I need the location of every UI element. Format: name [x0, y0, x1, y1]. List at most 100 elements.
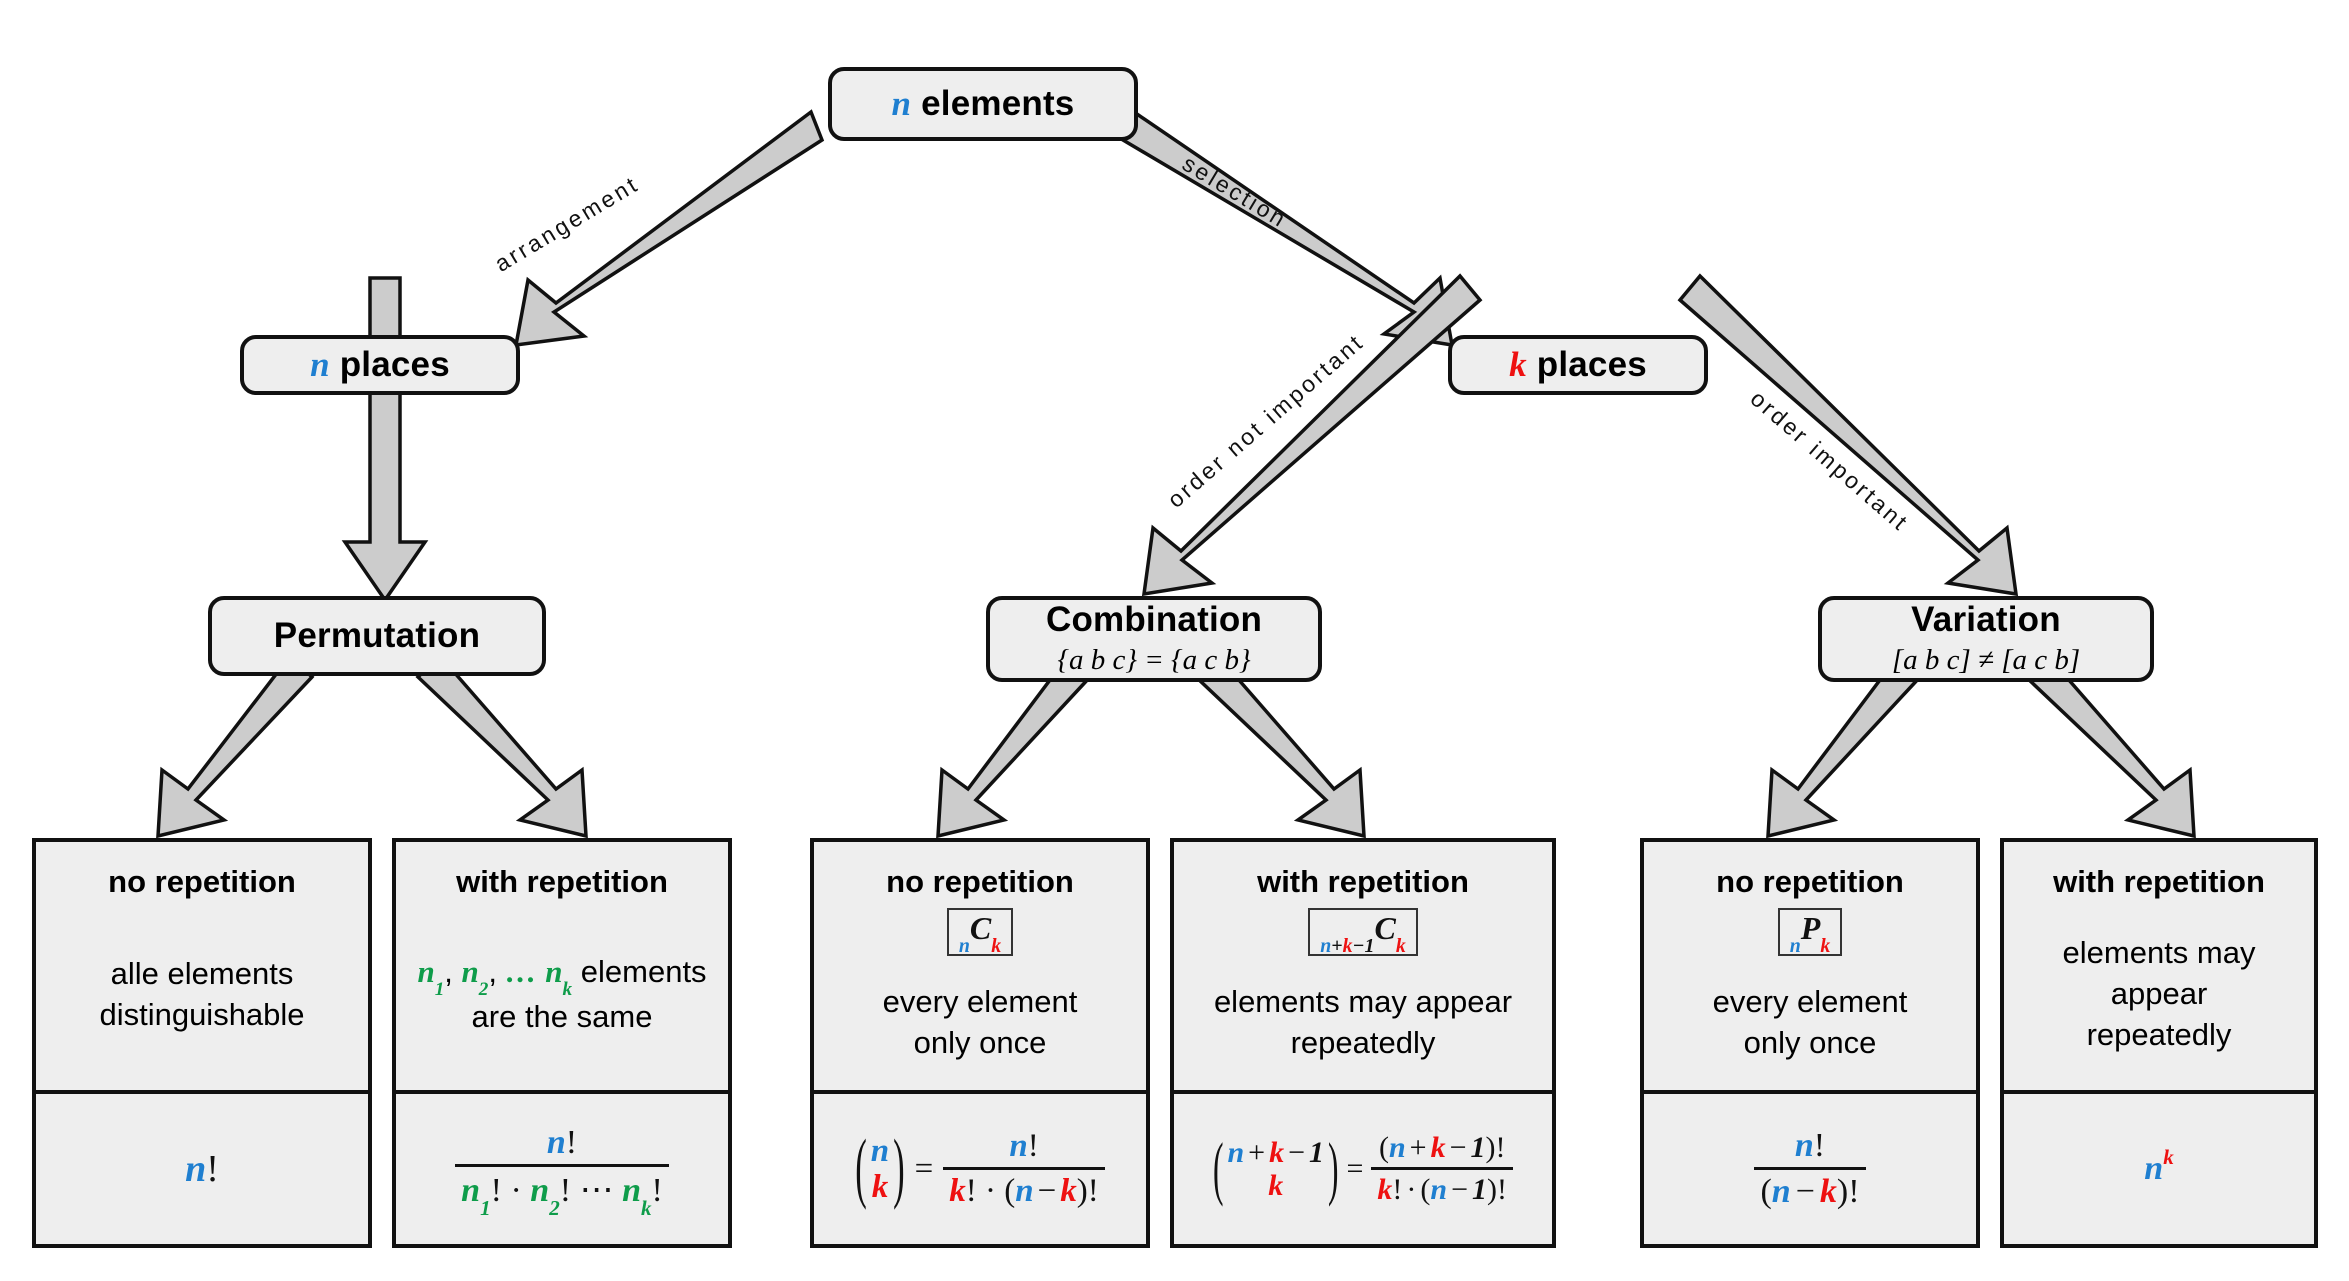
card-description-line-1: n1, n2, … nk elements — [417, 952, 707, 1001]
card-description-line-2: only once — [913, 1024, 1047, 1060]
binomial-stack: n+k−1 k — [1223, 1136, 1328, 1202]
card-description-line-2: repeatedly — [2086, 1017, 2232, 1053]
variable-n-sub-2: n2 — [461, 954, 489, 1001]
card-description-line-2: are the same — [471, 998, 653, 1034]
card-variation-with-repetition[interactable]: with repetition elements may appear repe… — [2000, 838, 2318, 1248]
card-description-line-2: only once — [1743, 1024, 1877, 1060]
combination-symbol-C: C — [1374, 909, 1396, 946]
factorial-symbol: ! — [651, 1171, 663, 1209]
card-formula: n! n1! · n2! ⋯ nk! — [396, 1090, 728, 1244]
equals-sign: = — [1346, 1152, 1364, 1185]
combination-symbol-C: C — [969, 909, 992, 946]
card-combination-with-repetition[interactable]: with repetition n+k−1Ck elements may app… — [1170, 838, 1556, 1248]
variable-k: k — [1060, 1173, 1077, 1209]
minus-sign: − — [1449, 1131, 1467, 1164]
card-description-line-1: alle elements — [110, 955, 294, 991]
card-description: elements may appear repeatedly — [1204, 982, 1522, 1064]
formula-binomial: ( n+k−1 k ) = (n+k−1)! k!·(n−1)! — [1212, 1128, 1514, 1208]
factorial-symbol: ! — [1848, 1173, 1860, 1210]
node-permutation[interactable]: Permutation — [208, 596, 546, 676]
variable-n: n — [1771, 1173, 1791, 1210]
variable-k: k — [1509, 344, 1527, 384]
right-paren: ) — [1328, 1128, 1339, 1208]
card-combination-no-repetition[interactable]: no repetition nCk every element only onc… — [810, 838, 1150, 1248]
card-variation-no-repetition[interactable]: no repetition nPk every element only onc… — [1640, 838, 1980, 1248]
left-paren: ( — [1212, 1128, 1224, 1208]
formula-fraction: (n+k−1)! k!·(n−1)! — [1371, 1131, 1514, 1207]
card-description-line-1: elements may appear — [2062, 935, 2256, 1012]
card-permutation-no-repetition[interactable]: no repetition alle elements distinguisha… — [32, 838, 372, 1248]
arrow-permutation-to-card-1 — [156, 653, 315, 839]
dot-operator: · — [985, 1173, 997, 1209]
variable-k: k — [1395, 935, 1406, 958]
node-combination-label: Combination — [1045, 599, 1263, 639]
card-top: with repetition elements may appear repe… — [2004, 842, 2314, 1090]
card-description-line-1: every element — [882, 984, 1078, 1020]
variable-n: n — [1388, 1131, 1406, 1164]
card-description-line-1: every element — [1712, 984, 1908, 1020]
number-one: 1 — [1470, 1131, 1486, 1164]
node-combination[interactable]: Combination {a b c} = {a c b} — [986, 596, 1322, 682]
plus-sign: + — [1331, 935, 1343, 958]
variable-n-sub-k: nk — [545, 954, 573, 1001]
notation-box-nCk: nCk — [946, 907, 1014, 956]
arrow-root-to-n-places — [513, 109, 825, 348]
plus-sign: + — [1409, 1131, 1427, 1164]
card-header: with repetition — [456, 864, 668, 899]
variable-n: n — [185, 1148, 207, 1190]
card-description: alle elements distinguishable — [89, 954, 314, 1036]
factorial-symbol: ! — [206, 1148, 219, 1190]
comma: , — [488, 954, 498, 990]
card-header: no repetition — [1716, 864, 1904, 899]
plus-sign: + — [1248, 1136, 1266, 1169]
variable-n: n — [546, 1123, 566, 1161]
factorial-symbol: ! — [1495, 1131, 1506, 1164]
elements-word: elements — [580, 954, 707, 990]
variable-n: n — [1794, 1127, 1814, 1164]
variable-n: n — [1430, 1173, 1448, 1206]
card-description: every element only once — [1703, 982, 1918, 1064]
right-paren: ) — [1076, 1173, 1088, 1209]
card-description: every element only once — [873, 982, 1088, 1064]
card-top: with repetition n1, n2, … nk elements ar… — [396, 842, 728, 1090]
node-variation[interactable]: Variation [a b c] ≠ [a c b] — [1818, 596, 2154, 682]
card-description-line-2: repeatedly — [1290, 1024, 1436, 1060]
variable-n: n — [310, 344, 330, 384]
arrow-combination-to-card-4 — [1193, 653, 1366, 839]
node-combination-subtitle: {a b c} = {a c b} — [1057, 644, 1251, 677]
variable-n-sub-1: n1 — [461, 1171, 491, 1221]
variable-k: k — [1377, 1173, 1393, 1206]
arrow-permutation-to-card-2 — [415, 653, 588, 839]
variable-k: k — [1342, 935, 1353, 958]
variable-k: k — [1269, 1136, 1285, 1169]
node-variation-subtitle: [a b c] ≠ [a c b] — [1891, 644, 2081, 677]
card-description-line-1: elements may appear — [1213, 984, 1513, 1020]
left-paren: ( — [855, 1125, 867, 1211]
card-top: no repetition nCk every element only onc… — [814, 842, 1146, 1090]
dot-operator: · — [510, 1171, 522, 1209]
factorial-symbol: ! — [1392, 1173, 1403, 1206]
fraction-denominator: (n−k)! — [1754, 1167, 1866, 1211]
node-permutation-label: Permutation — [273, 615, 481, 655]
variable-k: k — [949, 1173, 966, 1209]
formula-binomial: ( n k ) = n! k! · (n−k)! — [855, 1125, 1105, 1211]
minus-sign: − — [1037, 1173, 1057, 1209]
fraction-denominator: k!·(n−1)! — [1371, 1167, 1514, 1207]
node-variation-label: Variation — [1911, 599, 2061, 639]
card-permutation-with-repetition[interactable]: with repetition n1, n2, … nk elements ar… — [392, 838, 732, 1248]
node-root[interactable]: n elements — [828, 67, 1138, 141]
node-n-places[interactable]: n places — [240, 335, 520, 395]
formula-fraction: n! n1! · n2! ⋯ nk! — [455, 1123, 669, 1221]
minus-sign: − — [1352, 935, 1365, 958]
node-n-places-title: n places — [310, 345, 450, 385]
equals-sign: = — [914, 1150, 934, 1187]
card-formula: n! — [36, 1090, 368, 1244]
factorial-symbol: ! — [1087, 1173, 1099, 1209]
fraction-denominator: k! · (n−k)! — [943, 1167, 1105, 1210]
node-root-label: elements — [921, 83, 1075, 123]
variable-n: n — [1320, 935, 1332, 958]
arrow-n-places-to-permutation — [341, 276, 429, 604]
node-k-places[interactable]: k places — [1448, 335, 1708, 395]
right-paren: ) — [893, 1125, 905, 1211]
